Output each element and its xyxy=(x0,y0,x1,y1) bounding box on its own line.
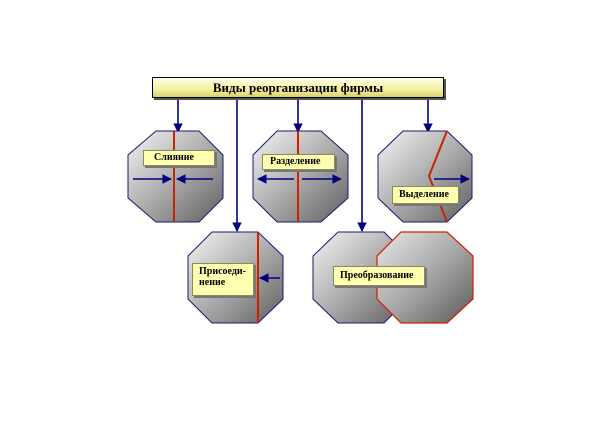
node-merger xyxy=(127,130,224,223)
label-merger: Слияние xyxy=(143,150,215,166)
diagram-title: Виды реорганизации фирмы xyxy=(152,77,444,98)
spinoff-octagon xyxy=(377,130,473,223)
node-division xyxy=(252,130,349,223)
connectors xyxy=(173,97,433,232)
label-transformation: Преобразование xyxy=(333,266,425,286)
merger-octagon xyxy=(127,130,224,223)
division-octagon xyxy=(252,130,349,223)
node-spinoff xyxy=(377,130,473,223)
spinoff-divider xyxy=(427,130,448,223)
label-division: Разделение xyxy=(262,154,335,170)
label-spinoff: Выделение xyxy=(392,186,459,204)
label-accession: Присоеди- нение xyxy=(192,263,254,296)
